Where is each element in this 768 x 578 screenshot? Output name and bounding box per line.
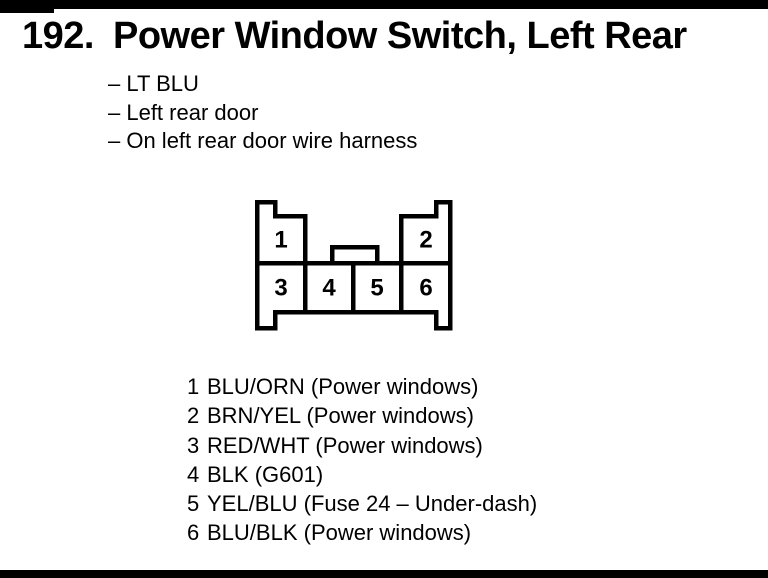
wire-description: BLU/BLK (Power windows) xyxy=(207,518,471,547)
wire-function: (Fuse 24 – Under-dash) xyxy=(303,491,538,517)
cavity-2-label: 2 xyxy=(419,227,432,254)
note-line-harness: – On left rear door wire harness xyxy=(108,128,418,153)
pin-number: 2 xyxy=(187,403,200,429)
page-title: 192. Power Window Switch, Left Rear xyxy=(22,13,687,59)
wire-function: (Power windows) xyxy=(315,432,483,458)
connector-notes: – LT BLU – Left rear door – On left rear… xyxy=(108,70,417,156)
pin-number: 5 xyxy=(187,491,200,517)
cavity-6-label: 6 xyxy=(419,275,432,302)
cavity-5-label: 5 xyxy=(370,275,383,302)
cavity-3-label: 3 xyxy=(274,275,287,302)
pinout-row: 5 YEL/BLU (Fuse 24 – Under-dash) xyxy=(187,489,537,518)
cavity-4-label: 4 xyxy=(322,275,336,302)
cavity-1-label: 1 xyxy=(274,227,287,254)
wire-color: BLU/ORN xyxy=(207,374,305,399)
pinout-row: 6 BLU/BLK (Power windows) xyxy=(187,518,537,547)
wire-description: BLK (G601) xyxy=(207,460,323,489)
wire-color: BRN/YEL xyxy=(207,403,301,429)
wire-color: BLK xyxy=(207,461,249,487)
note-line-color: – LT BLU xyxy=(108,71,199,96)
wire-description: RED/WHT (Power windows) xyxy=(207,431,483,460)
wire-color: RED/WHT xyxy=(207,432,310,458)
pin-number: 4 xyxy=(187,461,200,487)
wire-description: BLU/ORN (Power windows) xyxy=(207,372,478,401)
wire-color: BLU/BLK xyxy=(207,520,298,546)
wire-description: BRN/YEL (Power windows) xyxy=(207,401,474,430)
pinout-list: 1 BLU/ORN (Power windows) 2 BRN/YEL (Pow… xyxy=(187,372,537,548)
item-number: 192. xyxy=(22,15,94,57)
note-line-location: – Left rear door xyxy=(108,99,259,125)
scan-artifact-bottom-bar xyxy=(0,570,768,578)
wire-function: (G601) xyxy=(254,461,324,487)
wire-function: (Power windows) xyxy=(303,520,472,546)
wire-function: (Power windows) xyxy=(310,374,479,399)
pinout-row: 2 BRN/YEL (Power windows) xyxy=(187,401,537,430)
pinout-row: 3 RED/WHT (Power windows) xyxy=(187,431,537,460)
wire-color: YEL/BLU xyxy=(207,491,298,517)
connector-diagram: 1 2 3 4 5 6 xyxy=(254,199,453,331)
pinout-row: 1 BLU/ORN (Power windows) xyxy=(187,372,537,401)
pin-number: 3 xyxy=(187,432,200,458)
scan-artifact-top-bar xyxy=(0,0,768,9)
wire-description: YEL/BLU (Fuse 24 – Under-dash) xyxy=(207,489,537,518)
pinout-row: 4 BLK (G601) xyxy=(187,460,537,489)
pin-number: 1 xyxy=(187,374,200,399)
pin-number: 6 xyxy=(187,520,200,546)
connector-cavity-lines xyxy=(257,260,450,312)
wire-function: (Power windows) xyxy=(306,403,474,429)
item-title: Power Window Switch, Left Rear xyxy=(112,15,687,57)
scan-artifact-corner-blob xyxy=(0,0,54,13)
